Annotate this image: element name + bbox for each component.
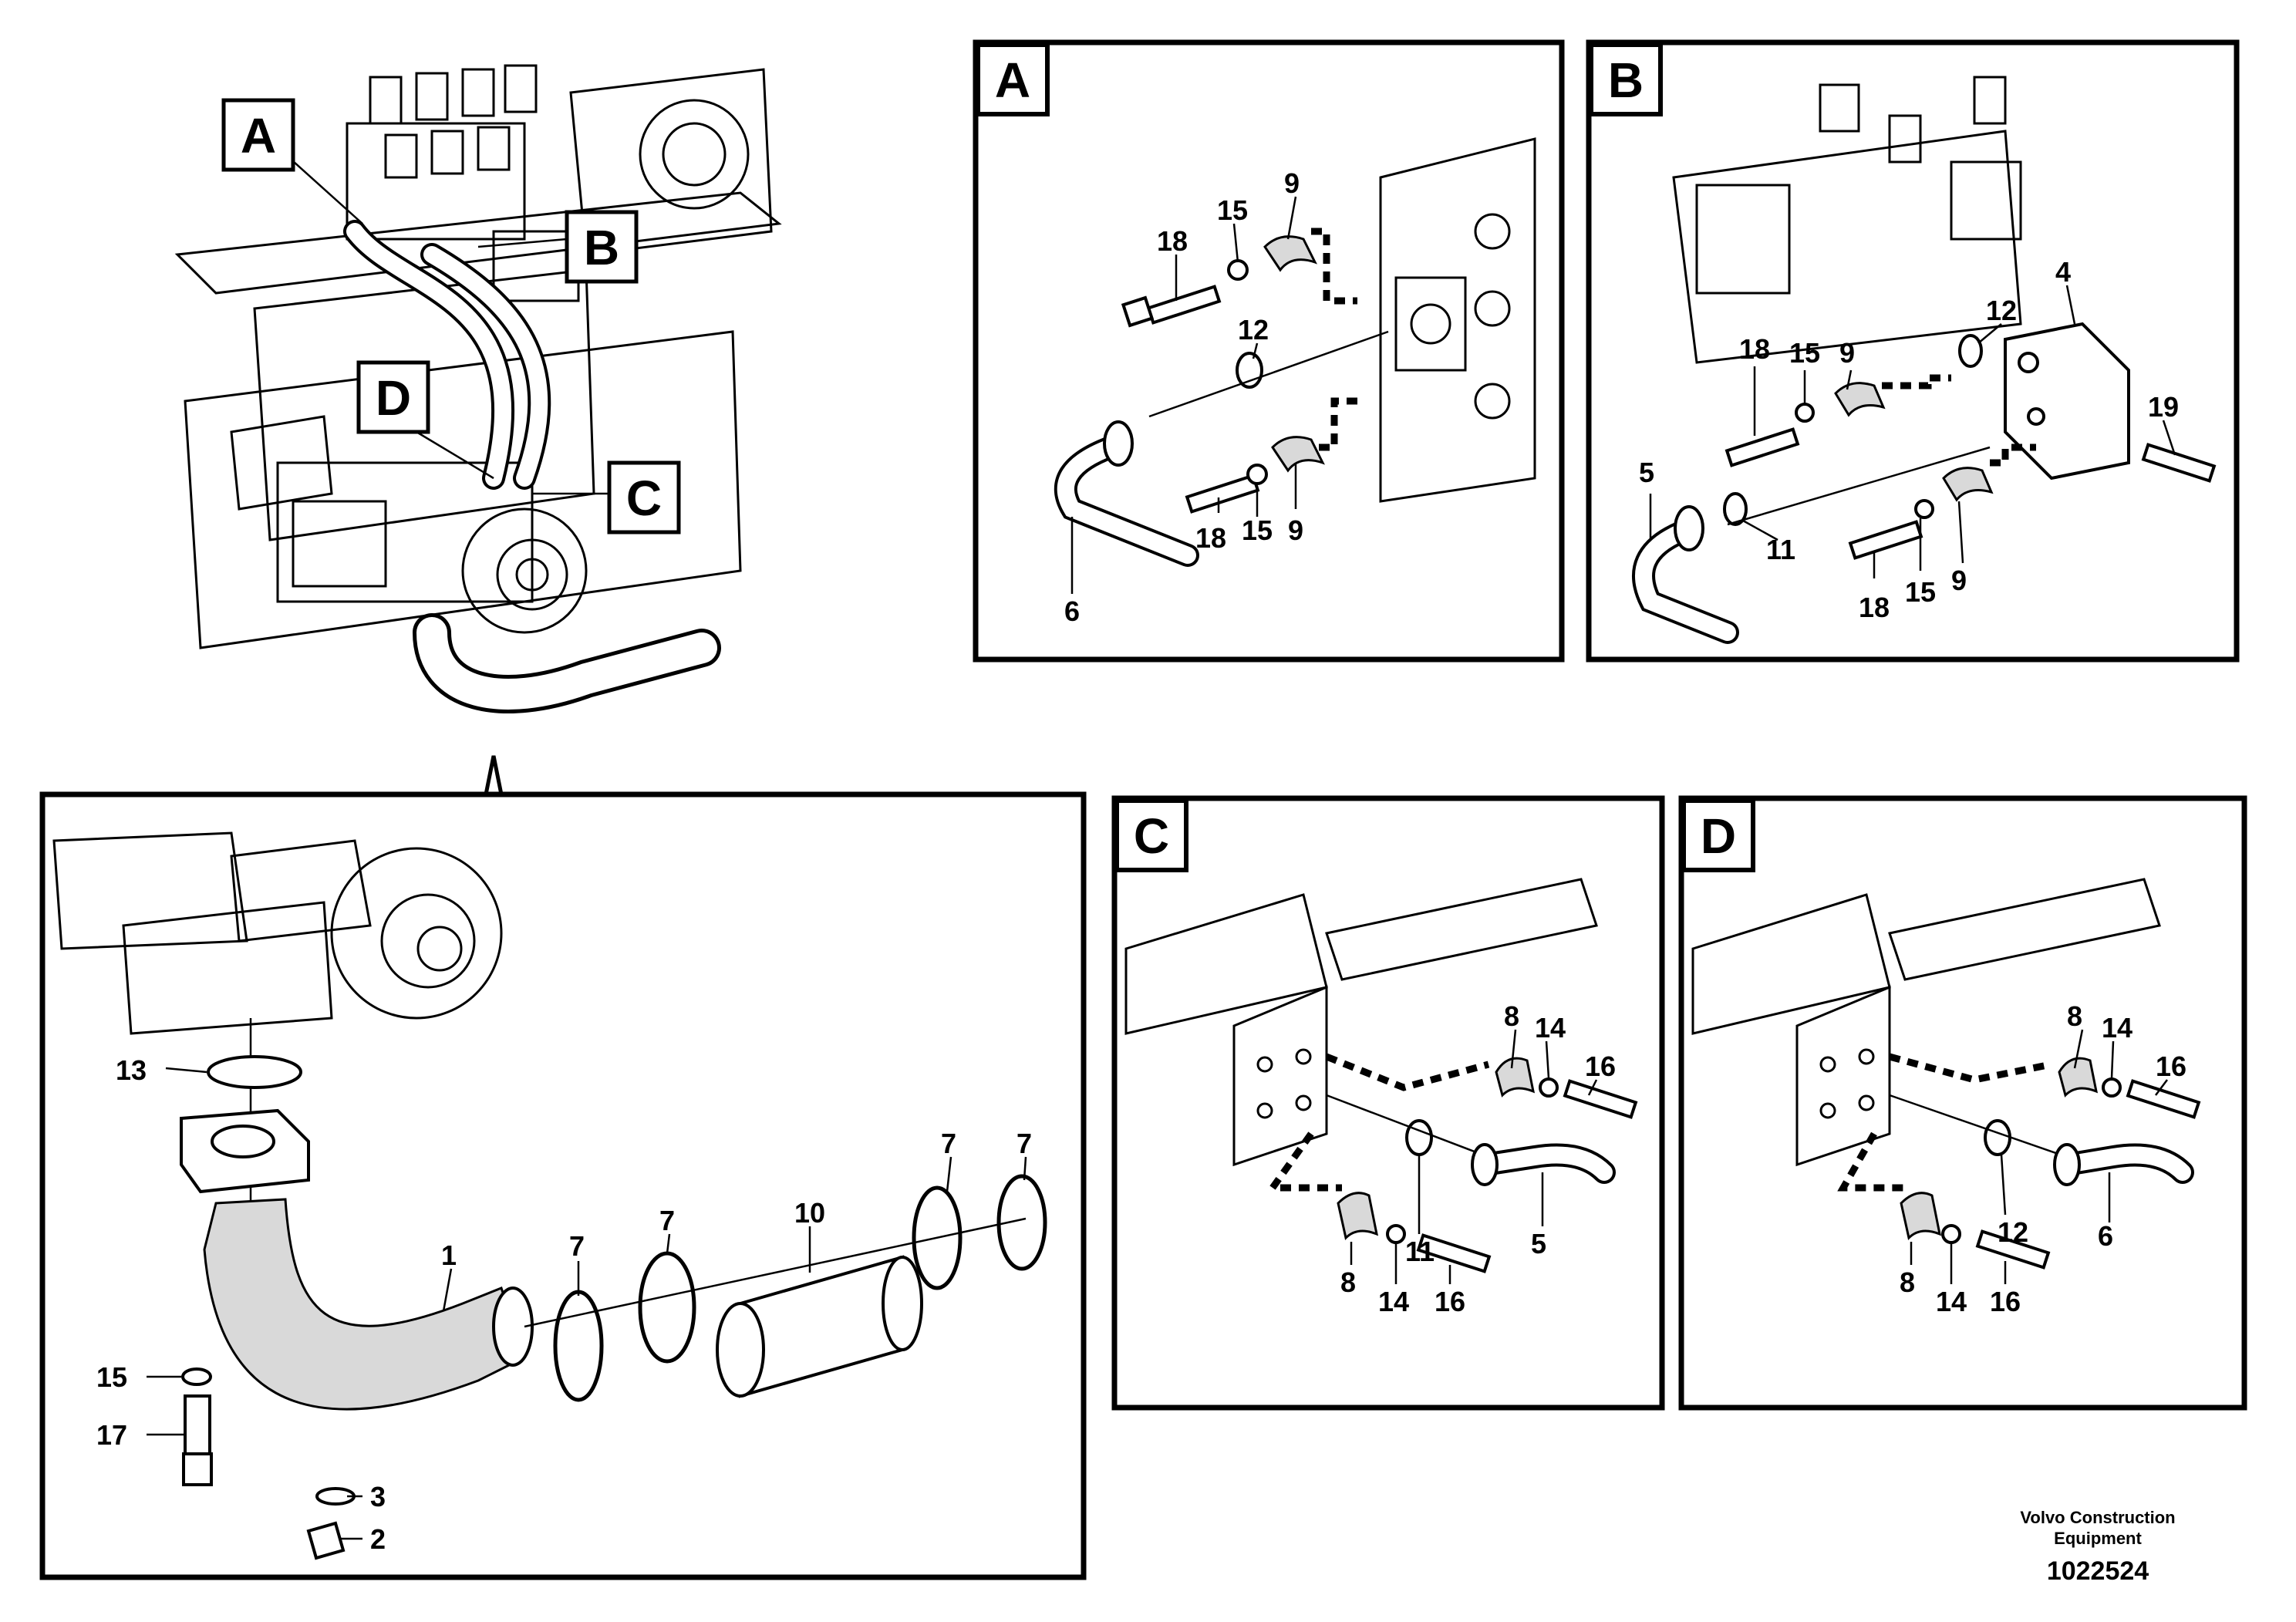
item-number: 7 (569, 1230, 585, 1262)
item-number: 7 (659, 1205, 675, 1236)
hose-clamp-icon (912, 1185, 963, 1290)
item-number: 7 (941, 1128, 956, 1159)
item-number: 6 (2098, 1220, 2113, 1252)
item-number: 9 (1839, 337, 1855, 369)
item-number: 16 (1435, 1286, 1465, 1317)
panel-a-label: A (995, 52, 1030, 108)
company-name-line2: Equipment (2054, 1529, 2142, 1548)
item-number: 18 (1859, 592, 1890, 623)
detail-panel-c: C 8 14 16 11 5 8 (1111, 795, 1665, 1411)
item-number: 15 (96, 1361, 127, 1393)
callout-tag-a[interactable]: A (221, 98, 295, 172)
item-number: 4 (2055, 256, 2071, 288)
item-number: 14 (2102, 1012, 2132, 1044)
bolt-icon (1121, 285, 1222, 328)
o-ring-icon (1236, 352, 1263, 389)
item-number: 19 (2148, 391, 2179, 423)
item-number: 8 (2067, 1000, 2082, 1032)
item-number: 18 (1157, 225, 1188, 257)
detail-panel-a: A 18 15 (973, 39, 1565, 663)
clamp-half-icon (1263, 235, 1317, 272)
washer-icon (1227, 259, 1249, 281)
item-number: 16 (2156, 1050, 2186, 1082)
item-number: 16 (1990, 1286, 2021, 1317)
footer: Volvo Construction Equipment 1022524 (2020, 1508, 2175, 1586)
main-detail-panel: 13 10 7 7 7 7 1 15 17 3 2 (39, 791, 1087, 1580)
item-number: 5 (1639, 457, 1654, 488)
item-number: 17 (96, 1419, 127, 1451)
company-name-line1: Volvo Construction (2020, 1508, 2175, 1527)
item-number: 15 (1242, 514, 1273, 546)
item-number: 9 (1288, 514, 1303, 546)
item-number: 18 (1195, 522, 1226, 554)
svg-text:A: A (241, 108, 276, 164)
item-number: 16 (1585, 1050, 1616, 1082)
item-number: 14 (1378, 1286, 1409, 1317)
drawing-number: 1022524 (2047, 1556, 2149, 1586)
item-number: 13 (116, 1054, 147, 1086)
item-number: 14 (1936, 1286, 1967, 1317)
washer-icon (181, 1367, 212, 1386)
item-number: 8 (1340, 1266, 1356, 1298)
overview-illustration (174, 64, 782, 802)
item-number: 1 (441, 1239, 457, 1271)
panel-b-label: B (1608, 52, 1644, 108)
panel-c-label: C (1134, 808, 1169, 864)
item-number: 15 (1217, 194, 1248, 226)
item-number: 5 (1531, 1228, 1546, 1259)
detail-panel-b: B (1586, 39, 2240, 663)
item-number: 7 (1017, 1128, 1032, 1159)
item-number: 2 (370, 1523, 386, 1555)
item-number: 18 (1739, 333, 1770, 365)
item-number: 9 (1951, 565, 1967, 596)
item-number: 10 (794, 1197, 825, 1229)
svg-text:B: B (584, 220, 619, 275)
item-number: 6 (1064, 595, 1080, 627)
item-number: 12 (1986, 295, 2017, 326)
item-number: 3 (370, 1481, 386, 1512)
item-number: 15 (1905, 576, 1936, 608)
item-number: 8 (1504, 1000, 1519, 1032)
item-number: 8 (1900, 1266, 1915, 1298)
plug-icon (306, 1521, 346, 1560)
o-ring-icon (207, 1055, 302, 1089)
detail-panel-d: D 8 14 16 12 6 8 (1678, 795, 2247, 1411)
hose-clamp-icon (996, 1174, 1047, 1271)
item-number: 12 (1238, 314, 1269, 346)
svg-text:D: D (376, 370, 411, 426)
item-number: 15 (1789, 337, 1820, 369)
svg-text:C: C (626, 470, 662, 526)
item-number: 11 (1766, 534, 1795, 565)
callout-tag-c[interactable]: C (607, 460, 681, 534)
callout-tag-d[interactable]: D (356, 360, 430, 434)
callout-tag-b[interactable]: B (565, 210, 639, 284)
item-number: 9 (1284, 167, 1300, 199)
item-number: 11 (1405, 1236, 1435, 1267)
item-number: 14 (1535, 1012, 1566, 1044)
item-number: 12 (1998, 1216, 2028, 1248)
panel-d-label: D (1701, 808, 1736, 864)
